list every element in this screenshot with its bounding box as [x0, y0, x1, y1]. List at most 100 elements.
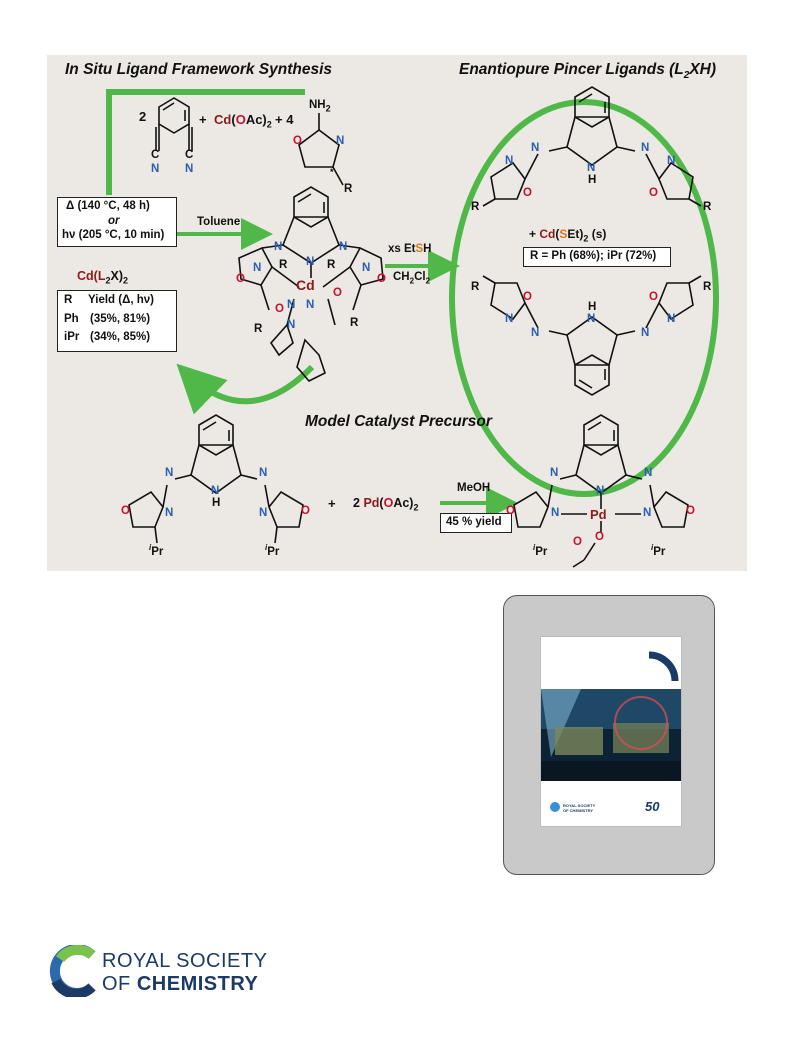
ligand-ellipse	[449, 99, 719, 497]
pd-acetate-reagent: 2 Pd(OAc)2	[353, 496, 419, 513]
atom-n: N	[287, 299, 296, 311]
atom-n: N	[362, 262, 371, 274]
atom-n: N	[505, 155, 514, 167]
atom-h: H	[588, 174, 597, 186]
atom-n: N	[550, 467, 559, 479]
atom-o: O	[649, 187, 658, 199]
r-group: R	[471, 281, 480, 293]
or-text: or	[108, 215, 120, 227]
atom-n: N	[643, 507, 652, 519]
atom-n: N	[259, 507, 268, 519]
atom-n: N	[667, 313, 676, 325]
atom-c: C	[185, 149, 194, 161]
atom-n: N	[641, 327, 650, 339]
atom-o: O	[523, 187, 532, 199]
cover-anniversary-badge: 50	[645, 799, 660, 814]
cover-artwork	[541, 651, 681, 812]
reaction-scheme: In Situ Ligand Framework Synthesis Enant…	[47, 55, 747, 571]
yield-row-substituent: iPr	[64, 331, 80, 343]
atom-n: N	[587, 313, 596, 325]
yield-row-substituent: Ph	[64, 313, 79, 325]
atom-o: O	[275, 303, 284, 315]
atom-n: N	[274, 241, 283, 253]
ligand-bottom-structure	[482, 275, 702, 396]
heading-in-situ: In Situ Ligand Framework Synthesis	[65, 61, 332, 78]
atom-n: N	[151, 163, 160, 175]
palladium-complex-structure	[513, 414, 689, 568]
solvent-dichloromethane: CH2Cl2	[393, 271, 431, 286]
atom-o: O	[236, 273, 245, 285]
atom-o: O	[686, 505, 695, 517]
atom-o: O	[573, 536, 582, 548]
model-yield-box: 45 % yield	[440, 513, 512, 533]
cd-thiolate-byproduct: + Cd(SEt)2 (s)	[529, 227, 607, 244]
rsc-logo-text-line1: ROYAL SOCIETY	[102, 950, 268, 972]
atom-n: N	[641, 142, 650, 154]
atom-o: O	[293, 135, 302, 147]
atom-n: N	[165, 507, 174, 519]
r-group: R	[350, 317, 359, 329]
green-bracket-line	[106, 89, 305, 195]
r-group: R	[703, 201, 712, 213]
atom-n: N	[596, 485, 605, 497]
rsc-logo-icon	[49, 945, 96, 997]
r-group: R	[279, 259, 288, 271]
atom-o: O	[595, 531, 604, 543]
atom-n: N	[287, 319, 296, 331]
palladium-atom: Pd	[590, 507, 607, 522]
atom-n: N	[505, 313, 514, 325]
atom-n: N	[185, 163, 194, 175]
r-group: R	[471, 201, 480, 213]
isopropyl-group: iPr	[149, 543, 164, 558]
heading-model-catalyst: Model Catalyst Precursor	[305, 413, 492, 430]
atom-h: H	[588, 301, 597, 313]
isopropyl-group: iPr	[265, 543, 280, 558]
atom-n: N	[165, 467, 174, 479]
ligand-top-structure	[482, 86, 702, 207]
r-group: R	[703, 281, 712, 293]
atom-o: O	[649, 291, 658, 303]
plus-sign: +	[328, 496, 336, 511]
plus-four: + 4	[275, 112, 294, 127]
r-group: R	[327, 259, 336, 271]
cadmium-complex-structure	[238, 186, 384, 382]
atom-c: C	[151, 149, 160, 161]
atom-o: O	[333, 287, 342, 299]
atom-h: H	[212, 497, 221, 509]
atom-o: O	[523, 291, 532, 303]
atom-o: O	[377, 273, 386, 285]
atom-n: N	[667, 155, 676, 167]
atom-n: N	[644, 467, 653, 479]
meoh-label: MeOH	[457, 482, 491, 494]
atom-o: O	[121, 505, 130, 517]
model-yield-text: 45 % yield	[446, 516, 502, 528]
coefficient-two: 2	[139, 109, 147, 124]
atom-n: N	[336, 135, 345, 147]
atom-n: N	[531, 327, 540, 339]
r-yield-box: R = Ph (68%); iPr (72%)	[523, 247, 671, 267]
r-group: R	[254, 323, 263, 335]
r-group: R	[344, 183, 353, 195]
yield-table: R Yield (Δ, hν) Ph (35%, 81%) iPr (34%, …	[57, 290, 177, 352]
atom-n: N	[306, 299, 315, 311]
conditions-box: Δ (140 °C, 48 h) or hν (205 °C, 10 min)	[57, 197, 177, 247]
atom-n: N	[339, 241, 348, 253]
atom-n: N	[587, 162, 596, 174]
yield-table-header-yield: Yield (Δ, hν)	[88, 294, 154, 306]
thermal-condition: Δ (140 °C, 48 h)	[66, 200, 150, 212]
cadmium-atom: Cd	[296, 277, 315, 293]
atom-n: N	[306, 256, 315, 268]
atom-o: O	[506, 505, 515, 517]
amino-group: NH2	[309, 99, 331, 114]
yield-row-value: (35%, 81%)	[90, 313, 151, 325]
scheme-graphics	[106, 86, 719, 568]
aminooxazoline-structure	[298, 113, 344, 186]
reagent-etsh: xs EtSH	[388, 243, 432, 255]
heading-pincer-ligands: Enantiopure Pincer Ligands (L2XH)	[459, 61, 717, 82]
atom-n: N	[253, 262, 262, 274]
atom-n: N	[551, 507, 560, 519]
cd-complex-label: Cd(L2X)2	[77, 269, 128, 286]
isopropyl-group: iPr	[651, 543, 666, 558]
yield-table-header-r: R	[64, 294, 73, 306]
